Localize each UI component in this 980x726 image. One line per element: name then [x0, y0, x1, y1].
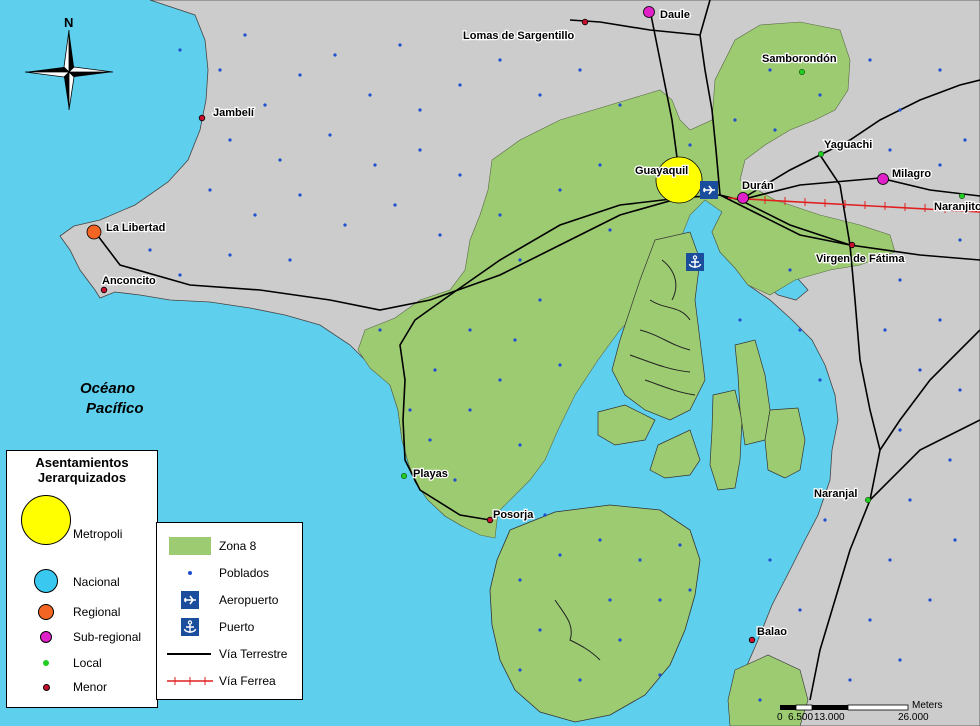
legend-item-metropoli: Metropoli [7, 495, 157, 547]
marker-naranjal [865, 497, 872, 504]
legend-item-sub-regional: Sub-regional [7, 627, 157, 647]
delta-island [597, 404, 656, 446]
zona8-swatch [169, 537, 211, 555]
marker-balao [748, 636, 756, 644]
marker-jambeli [198, 114, 206, 122]
marker-la-libertad [86, 224, 102, 240]
legend-item-local: Local [7, 653, 157, 673]
marker-lomas [581, 18, 589, 26]
label-posorja: Posorja [493, 509, 534, 521]
airport-icon [181, 591, 199, 609]
label-virgen-de-fatima: Virgen de Fátima [816, 253, 905, 265]
legend-item-menor: Menor [7, 677, 157, 697]
label-jambeli: Jambelí [213, 107, 255, 119]
ocean-label-line2: Pacífico [86, 400, 144, 417]
marker-naranjito [959, 192, 966, 199]
label-naranjito: Naranjito [934, 201, 980, 213]
nacional-symbol [34, 569, 58, 593]
label-yaguachi: Yaguachi [824, 139, 872, 151]
marker-anconcito [100, 286, 108, 294]
marker-posorja [486, 516, 494, 524]
marker-playas [401, 473, 408, 480]
legend-item-zona8: Zona 8 [157, 536, 302, 556]
delta-island [611, 231, 706, 421]
legend-features: Zona 8 Poblados Aeropuerto Puerto Vía Te… [156, 522, 303, 700]
menor-symbol [43, 684, 50, 691]
poblados-dots [148, 33, 967, 702]
railway-symbol [167, 677, 213, 685]
marker-virgen [848, 241, 856, 249]
label-balao: Balao [757, 626, 787, 638]
place-labels: Daule Lomas de Sargentillo Samborondón J… [101, 8, 980, 640]
label-naranjal: Naranjal [814, 488, 857, 500]
label-samborondon: Samborondón [762, 53, 837, 65]
marker-samborondon [799, 68, 806, 75]
regional-symbol [38, 604, 54, 620]
label-milagro: Milagro [892, 168, 931, 180]
airport-icon [700, 181, 718, 199]
label-playas: Playas [413, 468, 448, 480]
marker-milagro [877, 173, 889, 185]
sub-regional-symbol [40, 631, 52, 643]
scale-unit: Meters [912, 700, 943, 711]
label-la-libertad: La Libertad [106, 222, 165, 234]
delta-island [764, 407, 806, 479]
north-letter: N [64, 15, 73, 30]
poblados-symbol [188, 571, 192, 575]
marker-guayaquil [655, 156, 703, 204]
scale-bar: Meters 0 6.500 13.000 26.000 [770, 697, 975, 725]
settlement-markers [86, 6, 966, 644]
legend-item-puerto: Puerto [157, 617, 302, 637]
scale-tick-0: 0 [777, 712, 783, 723]
legend-item-via-terrestre: Vía Terrestre [157, 644, 302, 664]
road-symbol [167, 653, 211, 655]
label-anconcito: Anconcito [102, 275, 156, 287]
label-lomas-de-sargentillo: Lomas de Sargentillo [463, 30, 575, 42]
legend-item-aeropuerto: Aeropuerto [157, 590, 302, 610]
zona8-area [357, 21, 896, 539]
scale-tick-1: 6.500 [788, 712, 814, 723]
ocean-label-line1: Océano [80, 380, 135, 397]
legend-item-regional: Regional [7, 602, 157, 622]
delta-island [649, 429, 701, 479]
legend-settlements: Asentamientos Jerarquizados Metropoli Na… [6, 450, 158, 708]
local-symbol [43, 660, 49, 666]
label-guayaquil: Guayaquil [635, 165, 688, 177]
railway [727, 195, 980, 214]
legend-title: Asentamientos Jerarquizados [35, 455, 129, 485]
scale-tick-2: 13.000 [814, 712, 845, 723]
puna-island [489, 504, 701, 723]
legend-item-poblados: Poblados [157, 563, 302, 583]
label-duran: Durán [742, 180, 774, 192]
legend-item-nacional: Nacional [7, 569, 157, 593]
legend-item-via-ferrea: Vía Ferrea [157, 671, 302, 691]
anchor-icon [181, 618, 199, 636]
anchor-icon [686, 253, 704, 271]
north-arrow: N [24, 15, 114, 111]
marker-daule [643, 6, 655, 18]
delta-channels [554, 259, 696, 661]
metropoli-symbol [21, 495, 71, 545]
marker-duran [737, 192, 749, 204]
marker-yaguachi [818, 150, 825, 157]
scale-tick-3: 26.000 [898, 712, 929, 723]
label-daule: Daule [660, 9, 690, 21]
delta-island [709, 389, 743, 491]
